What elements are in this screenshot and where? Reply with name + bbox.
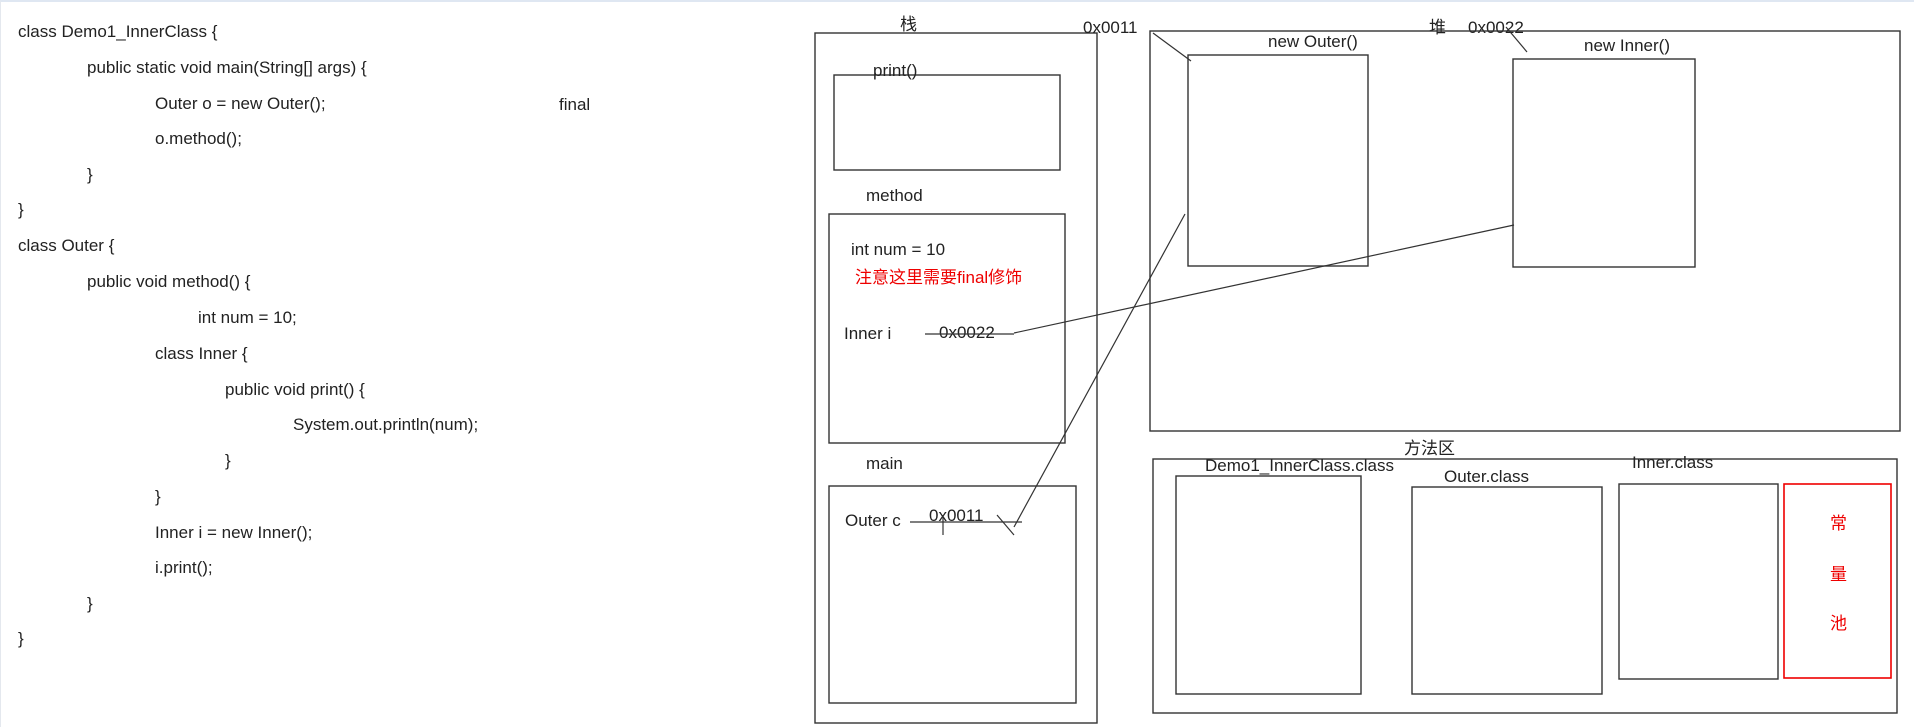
code-line: } xyxy=(155,487,161,506)
code-line: } xyxy=(87,165,93,184)
code-line: o.method(); xyxy=(155,129,242,148)
code-line: Inner i = new Inner(); xyxy=(155,523,313,542)
arrow-mark xyxy=(996,514,1015,536)
outer-variable: Outer c xyxy=(845,511,901,530)
inner-reference-arrow xyxy=(1013,224,1515,334)
outer-object-label: new Outer() xyxy=(1268,32,1358,51)
print-frame xyxy=(833,74,1061,171)
constant-pool-box xyxy=(1783,483,1892,679)
method-area-label: 方法区 xyxy=(1404,439,1455,458)
code-line: Outer o = new Outer(); xyxy=(155,94,326,113)
inner-variable: Inner i xyxy=(844,324,891,343)
constant-pool-char: 池 xyxy=(1830,614,1847,633)
stack-area xyxy=(814,32,1098,724)
code-line: public void method() { xyxy=(87,272,251,291)
final-note-red: 注意这里需要final修饰 xyxy=(855,268,1022,287)
inner-object xyxy=(1512,58,1696,268)
code-line: int num = 10; xyxy=(198,308,297,327)
constant-pool-char: 量 xyxy=(1830,565,1847,584)
demo1-class-box xyxy=(1175,475,1362,695)
num-variable: int num = 10 xyxy=(851,240,945,259)
code-line: } xyxy=(87,594,93,613)
outer-address-label: 0x0011 xyxy=(1083,18,1138,37)
constant-pool-char: 常 xyxy=(1830,514,1847,533)
outer-reference-arrow xyxy=(1013,213,1186,528)
code-line: public void print() { xyxy=(225,380,365,399)
code-line: class Outer { xyxy=(18,236,115,255)
code-line: i.print(); xyxy=(155,558,213,577)
inner-class-label: Inner.class xyxy=(1632,453,1713,472)
method-frame-label: method xyxy=(866,186,923,205)
code-line: System.out.println(num); xyxy=(293,415,479,434)
code-line: } xyxy=(225,451,231,470)
method-area xyxy=(1152,458,1898,714)
code-line: class Inner { xyxy=(155,344,248,363)
heap-label: 堆 xyxy=(1429,18,1446,37)
main-frame-label: main xyxy=(866,454,903,473)
outer-class-box xyxy=(1411,486,1603,695)
code-line: } xyxy=(18,629,24,648)
print-frame-label: print() xyxy=(873,61,917,80)
main-frame xyxy=(828,485,1077,704)
code-line: class Demo1_InnerClass { xyxy=(18,22,218,41)
outer-object xyxy=(1187,54,1369,267)
heap-area xyxy=(1149,30,1901,432)
inner-address-pointer xyxy=(1505,26,1528,53)
inner-reference-value: 0x0022 xyxy=(939,323,995,342)
final-note: final xyxy=(559,95,591,114)
method-frame xyxy=(828,213,1066,444)
code-line: } xyxy=(18,200,24,219)
demo1-class-label: Demo1_InnerClass.class xyxy=(1205,456,1394,475)
inner-class-box xyxy=(1618,483,1779,680)
inner-object-label: new Inner() xyxy=(1584,36,1670,55)
stack-label: 栈 xyxy=(900,15,917,34)
outer-address-pointer xyxy=(1152,32,1192,62)
code-line: public static void main(String[] args) { xyxy=(87,58,367,77)
inner-address-label: 0x0022 xyxy=(1468,18,1524,37)
outer-class-label: Outer.class xyxy=(1444,467,1529,486)
